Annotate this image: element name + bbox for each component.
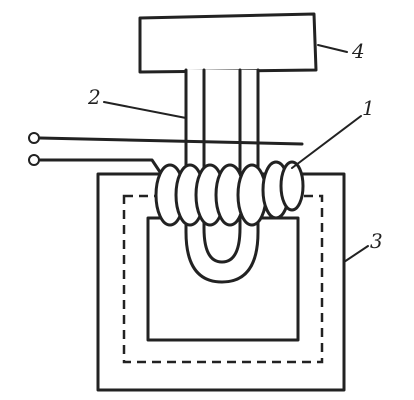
lead-wire-lower (38, 158, 162, 174)
leader-4 (317, 44, 348, 53)
label-4: 4 (351, 39, 365, 63)
terminal-upper (28, 132, 40, 144)
label-2: 2 (87, 85, 101, 109)
leader-3 (343, 245, 369, 263)
mounting-block (138, 12, 318, 74)
coil (154, 160, 305, 227)
lead-wire-upper (38, 136, 304, 146)
leader-1 (291, 115, 362, 169)
label-1: 1 (362, 96, 375, 120)
leader-2 (103, 101, 187, 119)
coil-turn (279, 160, 305, 212)
terminal-lower (28, 154, 40, 166)
label-3: 3 (370, 229, 383, 253)
